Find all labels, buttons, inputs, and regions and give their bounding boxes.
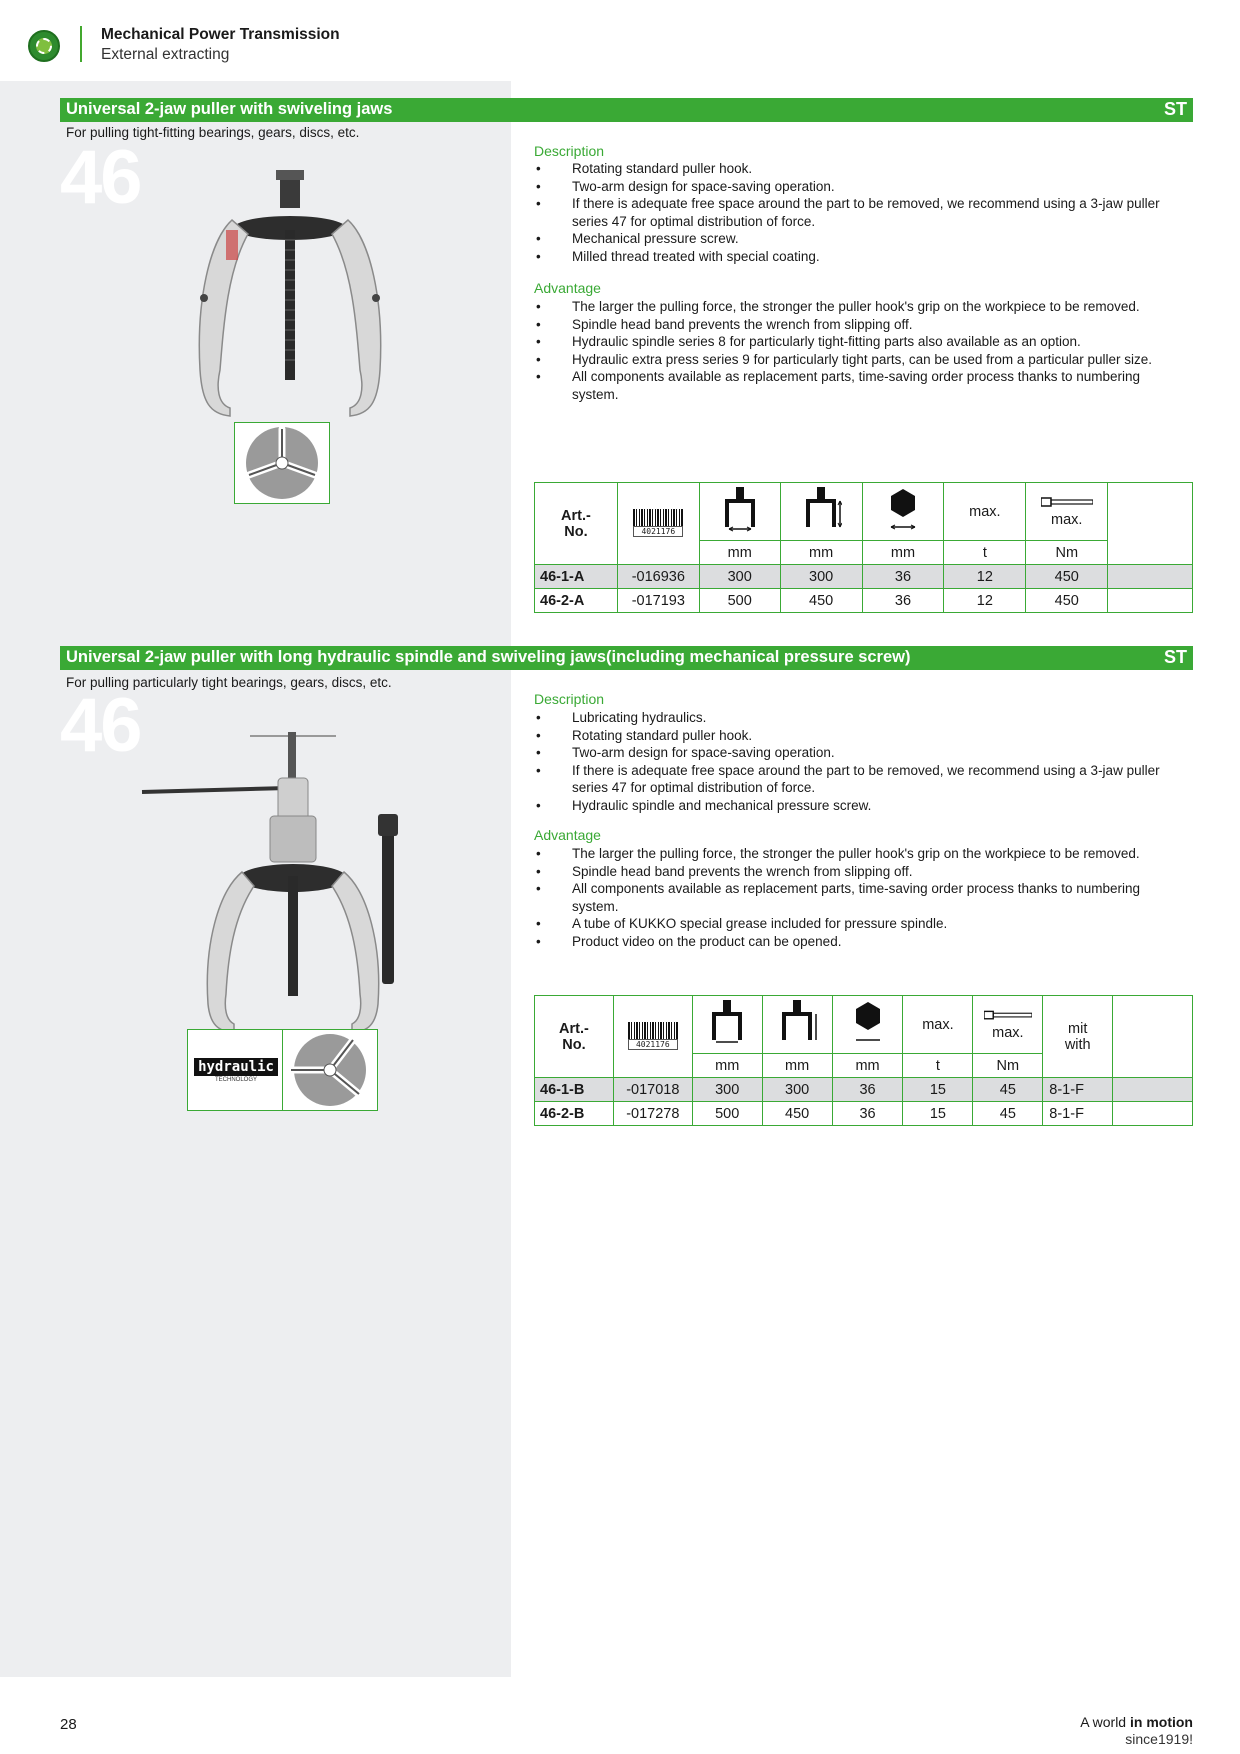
- list-item: If there is adequate free space around t…: [534, 762, 1184, 797]
- table-row: 46-1-A -016936 300 300 36 12 450: [534, 564, 1193, 589]
- list-item: Rotating standard puller hook.: [534, 160, 1184, 178]
- hexagon-icon: [855, 1001, 880, 1041]
- list-item: Product video on the product can be open…: [534, 933, 1184, 951]
- kukko-logo: [28, 30, 60, 62]
- barcode-header: 4021176: [612, 995, 693, 1078]
- span-width-header: [698, 482, 781, 541]
- page-number: 28: [60, 1716, 77, 1733]
- header-title: Mechanical Power Transmission: [101, 26, 340, 43]
- hydraulic-badge-label: hydraulic: [194, 1058, 278, 1076]
- list-item: All components available as replacement …: [534, 880, 1184, 915]
- max-force-header: max.: [943, 482, 1027, 541]
- hydraulic-puller-product-image: [141, 732, 398, 1033]
- unit-cell: mm: [691, 1053, 763, 1078]
- list-item: Hydraulic spindle and mechanical pressur…: [534, 797, 1184, 815]
- unit-cell: Nm: [1025, 540, 1109, 565]
- art-no-header: Art.- No.: [534, 995, 614, 1078]
- empty-header: [1112, 995, 1193, 1078]
- section2-spec-table: Art.- No. 4021176 max. max. mit with mm …: [534, 995, 1193, 1126]
- section1-tag: ST: [1163, 99, 1187, 119]
- mit-with-header: mit with: [1042, 995, 1114, 1078]
- unit-cell: mm: [779, 540, 863, 565]
- list-item: Hydraulic extra press series 9 for parti…: [534, 351, 1184, 369]
- section1-spec-table: Art.- No. 4021176 max. max. mm mm mm t N…: [534, 482, 1193, 613]
- puller-reach-icon: [806, 486, 843, 527]
- footer-slogan: A world in motion: [1080, 1714, 1193, 1730]
- reach-depth-header: [761, 995, 833, 1054]
- wrench-icon: [983, 1010, 1032, 1019]
- section2-description-heading: Description: [534, 691, 605, 707]
- puller-reach-icon: [782, 999, 817, 1040]
- unit-cell: mm: [861, 540, 945, 565]
- barcode-icon: 4021176: [633, 508, 684, 537]
- hexagon-icon: [890, 488, 916, 529]
- section1-series-number: 46: [60, 135, 143, 220]
- unit-cell: mm: [761, 1053, 833, 1078]
- list-item: Spindle head band prevents the wrench fr…: [534, 863, 1184, 881]
- max-torque-header: max.: [1025, 482, 1109, 541]
- jaw-rotation-thumbnail: [234, 422, 330, 504]
- list-item: Lubricating hydraulics.: [534, 709, 1184, 727]
- list-item: All components available as replacement …: [534, 368, 1184, 403]
- section2-series-number: 46: [60, 683, 143, 768]
- list-item: Milled thread treated with special coati…: [534, 248, 1184, 266]
- unit-cell: Nm: [972, 1053, 1044, 1078]
- list-item: A tube of KUKKO special grease included …: [534, 915, 1184, 933]
- list-item: Two-arm design for space-saving operatio…: [534, 178, 1184, 196]
- section1-description-heading: Description: [534, 143, 605, 159]
- section1-advantage-list: The larger the pulling force, the strong…: [534, 298, 1184, 404]
- section2-title-bar: Universal 2-jaw puller with long hydraul…: [60, 646, 1193, 670]
- unit-cell: t: [943, 540, 1027, 565]
- unit-cell: mm: [698, 540, 781, 565]
- puller-span-icon: [724, 486, 755, 531]
- section2-advantage-list: The larger the pulling force, the strong…: [534, 845, 1184, 951]
- unit-cell: t: [902, 1053, 974, 1078]
- hex-size-header: [861, 482, 945, 541]
- list-item: Mechanical pressure screw.: [534, 230, 1184, 248]
- list-item: If there is adequate free space around t…: [534, 195, 1184, 230]
- section2-title: Universal 2-jaw puller with long hydraul…: [66, 648, 911, 666]
- list-item: Rotating standard puller hook.: [534, 727, 1184, 745]
- section1-description-list: Rotating standard puller hook. Two-arm d…: [534, 160, 1184, 266]
- section2-description-list: Lubricating hydraulics. Rotating standar…: [534, 709, 1184, 815]
- unit-cell: mm: [831, 1053, 904, 1078]
- table-row: 46-1-B -017018 300 300 36 15 45 8-1-F: [534, 1077, 1193, 1102]
- empty-header: [1107, 482, 1193, 565]
- table-row: 46-2-B -017278 500 450 36 15 45 8-1-F: [534, 1101, 1193, 1126]
- table-unit-row: mm mm mm t Nm: [535, 1053, 1193, 1078]
- list-item: The larger the pulling force, the strong…: [534, 298, 1184, 316]
- section2-subtitle: For pulling particularly tight bearings,…: [66, 675, 392, 690]
- art-no-header: Art.- No.: [534, 482, 618, 565]
- footer-since: since1919!: [1125, 1731, 1193, 1747]
- puller-product-image: [198, 170, 382, 417]
- table-unit-row: mm mm mm t Nm: [535, 540, 1193, 565]
- header-divider: [80, 26, 82, 62]
- list-item: Two-arm design for space-saving operatio…: [534, 744, 1184, 762]
- section2-tag: ST: [1163, 647, 1187, 667]
- puller-span-icon: [712, 999, 743, 1043]
- span-width-header: [691, 995, 763, 1054]
- list-item: The larger the pulling force, the strong…: [534, 845, 1184, 863]
- section1-title-bar: Universal 2-jaw puller with swiveling ja…: [60, 98, 1193, 122]
- hex-size-header: [831, 995, 904, 1054]
- barcode-icon: 4021176: [627, 1021, 678, 1050]
- table-header-row: Art.- No. 4021176 max. max.: [534, 482, 1193, 565]
- barcode-header: 4021176: [616, 482, 700, 565]
- jaw-rotation-thumbnail: [282, 1029, 378, 1111]
- max-force-header: max.: [902, 995, 974, 1054]
- table-header-row: Art.- No. 4021176 max. max. mit with: [534, 995, 1193, 1078]
- table-row: 46-2-A -017193 500 450 36 12 450: [534, 588, 1193, 613]
- list-item: Spindle head band prevents the wrench fr…: [534, 316, 1184, 334]
- section2-advantage-heading: Advantage: [534, 827, 601, 843]
- hydraulic-badge-sublabel: TECHNOLOGY: [214, 1077, 257, 1083]
- section1-subtitle: For pulling tight-fitting bearings, gear…: [66, 125, 360, 140]
- wrench-icon: [1040, 496, 1093, 507]
- max-torque-header: max.: [972, 995, 1044, 1054]
- section1-title: Universal 2-jaw puller with swiveling ja…: [66, 100, 393, 118]
- list-item: Hydraulic spindle series 8 for particula…: [534, 333, 1184, 351]
- section1-advantage-heading: Advantage: [534, 280, 601, 296]
- reach-depth-header: [779, 482, 863, 541]
- hydraulic-technology-badge: hydraulic TECHNOLOGY: [187, 1029, 283, 1111]
- header-subtitle: External extracting: [101, 46, 230, 63]
